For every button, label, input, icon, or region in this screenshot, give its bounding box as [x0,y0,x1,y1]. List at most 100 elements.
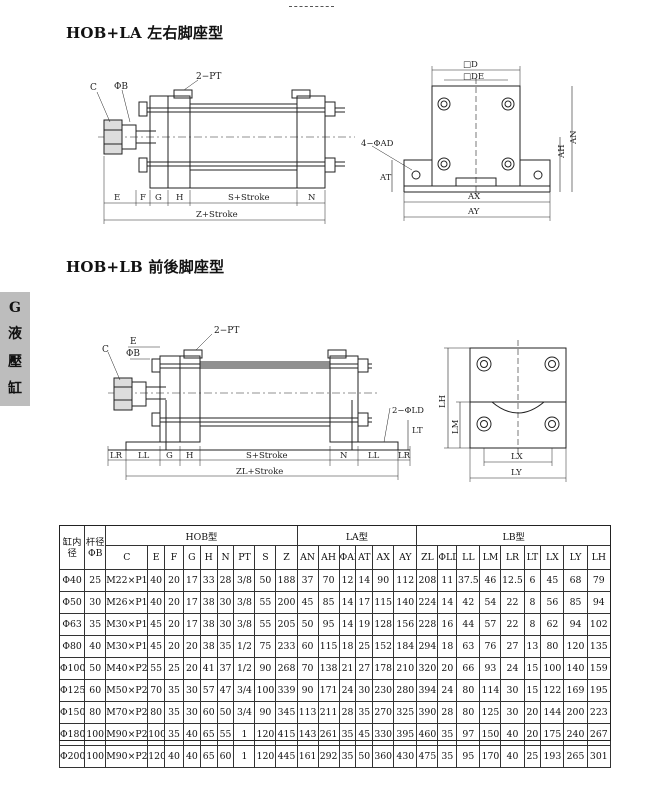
table-cell: 28 [437,701,458,724]
table-cell: 27 [355,657,374,680]
lb-label-b: ΦB [126,349,140,359]
table-cell: 143 [296,723,319,746]
column-header: C [105,545,149,570]
table-cell: 85 [563,591,588,614]
table-cell: 161 [296,745,319,768]
table-cell: 475 [416,745,439,768]
table-cell: 50 [296,613,319,636]
table-cell: Φ63 [58,613,86,636]
table-cell: 270 [372,701,395,724]
table-cell: 17 [182,613,201,636]
table-cell: 30 [355,679,374,702]
lb-label-ll2: LL [368,451,380,461]
table-cell: 30 [182,701,201,724]
table-cell: 50 [355,745,374,768]
table-cell: 38 [199,635,218,658]
table-cell: 44 [456,613,481,636]
table-cell: 12.5 [500,569,525,592]
table-cell: 30 [216,613,235,636]
table-cell: 3/8 [233,613,256,636]
table-cell: 90 [296,679,319,702]
table-cell: 230 [372,679,395,702]
table-cell: 339 [275,679,298,702]
column-header: AT [355,545,374,570]
table-cell: 47 [216,679,235,702]
lb-label-h: H [186,451,193,461]
table-row: Φ180100M90×P2.01003540655511204151432613… [58,723,612,746]
table-cell: 445 [275,745,298,768]
table-cell: 20 [182,635,201,658]
table-cell: 40 [500,723,525,746]
la-label-e: E [114,193,120,203]
la-label-h: H [176,193,183,203]
table-cell: M40×P2.0 [105,657,149,680]
table-cell: 42 [456,591,481,614]
header-la: LA型 [296,525,418,546]
lb-label-lx: LX [511,452,524,462]
la-label-pt: 2−PT [196,72,221,82]
table-cell: 205 [275,613,298,636]
table-row: Φ200100M90×P2.01204040656011204451612923… [58,745,612,768]
lb-label-c: C [102,345,109,355]
table-cell: 301 [586,745,612,768]
table-cell: 40 [182,723,201,746]
header-rod: 杆径ΦB [84,525,107,570]
table-cell: 228 [416,613,439,636]
la-label-n: N [308,193,316,203]
table-cell: 233 [275,635,298,658]
la-end-view [371,66,573,221]
table-cell: 430 [393,745,418,768]
table-cell: 3/4 [233,679,256,702]
table-cell: 294 [416,635,439,658]
table-cell: 17 [355,591,374,614]
table-cell: 18 [338,635,357,658]
la-label-at: AT [379,173,392,183]
table-cell: 11 [437,569,458,592]
table-cell: 35 [437,723,458,746]
table-cell: 20 [523,723,542,746]
table-cell: 140 [563,657,588,680]
table-cell: 38 [199,613,218,636]
table-cell: Φ100 [58,657,86,680]
table-cell: M50×P2.0 [105,679,149,702]
side-tab-char: 壓 [8,353,22,370]
table-cell: 18 [437,635,458,658]
side-tab-char: 液 [8,326,22,343]
la-label-g: G [155,193,162,203]
table-cell: 14 [437,591,458,614]
table-cell: 120 [254,723,277,746]
table-cell: 55 [254,591,277,614]
table-cell: 57 [199,679,218,702]
table-cell: 240 [563,723,588,746]
table-row: Φ15080M70×P2.080353060503/49034511321128… [58,701,612,724]
column-header: LX [540,545,565,570]
table-cell: 12 [338,569,357,592]
table-row: Φ6335M30×P1.545201738303/855205509514191… [58,613,612,636]
table-cell: 128 [372,613,395,636]
table-cell: 20 [182,657,201,680]
table-cell: 35 [164,701,184,724]
table-cell: 20 [164,613,184,636]
table-cell: 120 [254,745,277,768]
table-cell: 65 [199,745,218,768]
table-cell: 46 [479,569,502,592]
table-cell: 25 [355,635,374,658]
table-cell: 210 [393,657,418,680]
table-cell: 33 [199,569,218,592]
table-cell: 45 [147,613,166,636]
table-cell: 94 [563,613,588,636]
side-tab-char: G [9,299,21,316]
table-cell: 102 [586,613,612,636]
side-tab-char: 缸 [8,381,22,398]
table-cell: 70 [147,679,166,702]
table-cell: 45 [296,591,319,614]
table-cell: 50 [216,701,235,724]
table-cell: 100 [147,723,166,746]
table-cell: 37.5 [456,569,481,592]
table-cell: 35 [164,723,184,746]
table-cell: 169 [563,679,588,702]
table-cell: 35 [338,723,357,746]
table-cell: 20 [164,635,184,658]
table-cell: 28 [216,569,235,592]
table-cell: 13 [523,635,542,658]
